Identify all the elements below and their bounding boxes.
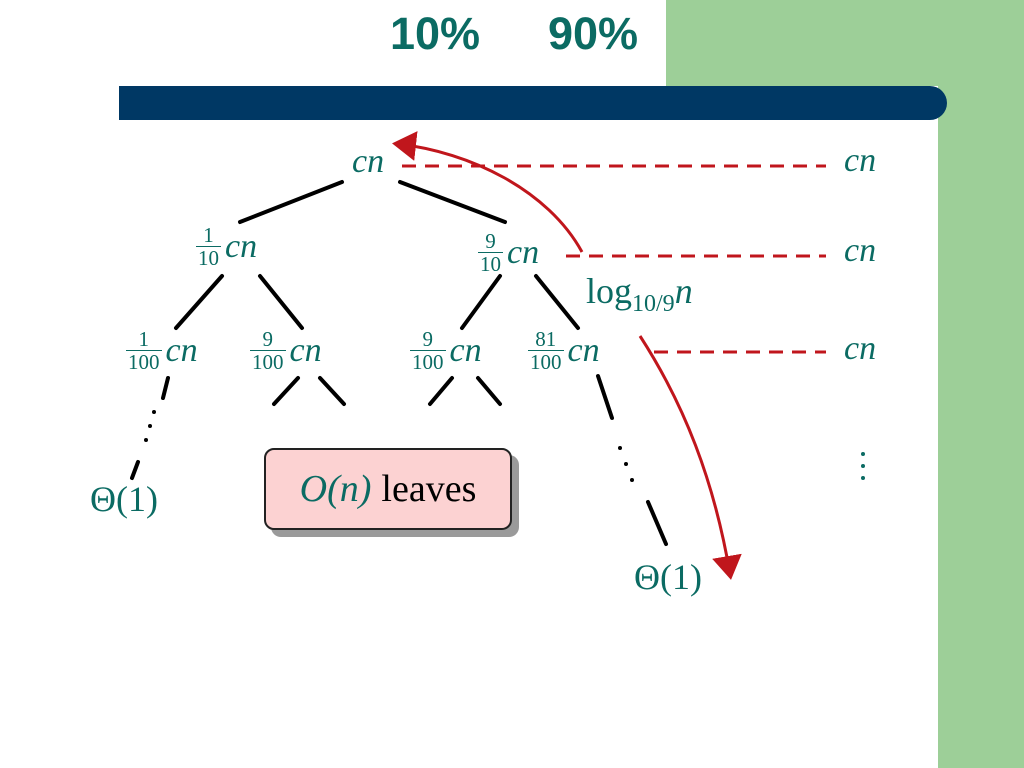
title-right-percent: 90% (548, 8, 639, 59)
fraction: 1 10 (196, 223, 221, 270)
fraction: 9 100 (250, 327, 286, 374)
edge-root-right (398, 180, 507, 224)
edge-right-descent-top (596, 374, 614, 420)
tree-node-9-100-a: 9 100 cn (250, 327, 322, 374)
edge-l1right-right (534, 274, 580, 330)
dots-left-3 (144, 438, 148, 442)
level-cost-1: cn (844, 232, 877, 269)
dots-right-3 (630, 478, 634, 482)
level-cost-0: cn (844, 142, 877, 179)
tree-node-81-100: 81 100 cn (528, 327, 600, 374)
tree-node-1-10: 1 10 cn (196, 223, 258, 270)
dots-left-1 (152, 410, 156, 414)
dots-left-2 (148, 424, 152, 428)
edge-leaf-b2 (476, 376, 502, 406)
vertical-ellipsis (858, 452, 868, 480)
edge-leaf-b1 (428, 376, 454, 406)
fraction: 9 100 (410, 327, 446, 374)
edge-left-descent-bottom (130, 460, 140, 480)
tree-height-label: log10/9n (586, 271, 693, 317)
dots-right-2 (624, 462, 628, 466)
title-underline-bar (119, 86, 947, 120)
edge-root-left (238, 180, 344, 224)
edge-leaf-a1 (272, 376, 300, 406)
tree-node-1-100: 1 100 cn (126, 327, 198, 374)
edge-l1right-left (460, 274, 502, 330)
edge-left-descent-top (161, 376, 170, 400)
slide-title: 10% 90% (0, 6, 666, 62)
dots-right-1 (618, 446, 622, 450)
title-left-percent: 10% (390, 8, 481, 59)
leaf-theta-left: Θ(1) (90, 479, 158, 519)
edge-right-descent-bottom (646, 500, 668, 546)
arrow-down-to-leaf (638, 335, 742, 580)
edge-l1left-right (258, 274, 304, 330)
level-cost-2: cn (844, 330, 877, 367)
fraction: 81 100 (528, 327, 564, 374)
arrow-up-to-root (392, 131, 584, 253)
tree-node-9-10: 9 10 cn (478, 229, 540, 276)
edge-leaf-a2 (318, 376, 346, 406)
fraction: 1 100 (126, 327, 162, 374)
edge-l1left-left (174, 274, 224, 330)
fraction: 9 10 (478, 229, 503, 276)
green-panel-top (666, 0, 1024, 86)
tree-node-9-100-b: 9 100 cn (410, 327, 482, 374)
green-panel-right (938, 86, 1024, 768)
leaves-count-callout: O(n) leaves (264, 448, 512, 530)
leaf-theta-right: Θ(1) (634, 557, 702, 597)
tree-root-node: cn (352, 143, 385, 180)
